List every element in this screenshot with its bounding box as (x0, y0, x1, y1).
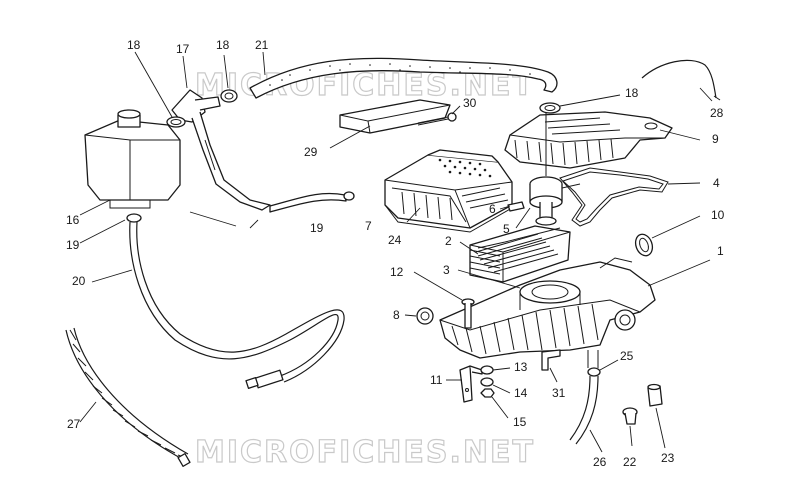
bracket-31 (541, 349, 561, 371)
screw-30 (417, 112, 457, 126)
gasket-4 (559, 167, 669, 227)
foam-hose-21 (249, 57, 558, 99)
callout-18a: 18 (127, 38, 141, 52)
reservoir-tank-16 (84, 109, 181, 209)
leader-lines (79, 51, 713, 453)
callout-31: 31 (552, 386, 566, 400)
callout-labels: 1 2 3 4 5 6 7 8 9 10 11 12 13 14 15 16 1… (66, 38, 725, 469)
connector-17 (171, 89, 271, 211)
callout-15: 15 (513, 415, 527, 429)
valve-5 (529, 112, 581, 226)
airbox-cover-7 (384, 149, 513, 229)
breather-hose (269, 192, 347, 213)
wire-28 (641, 59, 721, 101)
air-filter-2 (469, 225, 571, 283)
callout-12: 12 (390, 265, 404, 279)
callout-16: 16 (66, 213, 80, 227)
callout-2: 2 (445, 234, 452, 248)
callout-6: 6 (489, 202, 496, 216)
nut-15 (480, 388, 495, 398)
callout-1: 1 (717, 244, 724, 258)
watermark-bottom: MICROFICHES.NET (195, 435, 535, 470)
washer-13 (480, 365, 494, 375)
clip-6 (507, 201, 525, 212)
bracket-11 (459, 365, 483, 403)
callout-5: 5 (503, 222, 510, 236)
clamp-18a (166, 116, 186, 128)
cap-23 (647, 383, 663, 407)
callout-13: 13 (514, 360, 528, 374)
callout-11: 11 (430, 373, 443, 387)
callout-14: 14 (514, 386, 528, 400)
braided-hose-27 (65, 327, 191, 467)
callout-26: 26 (593, 455, 607, 469)
intake-cover-9 (504, 111, 673, 169)
clamp-19b (126, 213, 142, 223)
airbox-seal-24 (384, 204, 513, 233)
callout-8: 8 (393, 308, 400, 322)
clamp-19a (343, 191, 355, 201)
callout-20: 20 (72, 274, 86, 288)
callout-17: 17 (176, 42, 190, 56)
clamp-18b (220, 89, 238, 103)
plug-22 (622, 407, 638, 425)
callout-30: 30 (463, 96, 477, 110)
callout-28: 28 (710, 106, 724, 120)
ring-10 (634, 233, 654, 257)
callout-27: 27 (67, 417, 81, 431)
drain-tube-26 (569, 350, 599, 445)
cover-plate-29 (339, 99, 451, 134)
callout-18c: 18 (625, 86, 639, 100)
callout-21: 21 (255, 38, 269, 52)
drain-hose-20 (129, 221, 345, 389)
clamp-25 (587, 367, 601, 377)
bolt-12 (461, 298, 475, 329)
callout-19b: 19 (310, 221, 324, 235)
callout-22: 22 (623, 455, 637, 469)
callout-9: 9 (712, 132, 719, 146)
washer-8 (416, 307, 434, 325)
callout-10: 10 (711, 208, 725, 222)
washer-14 (480, 377, 494, 387)
clamp-18c (539, 102, 561, 114)
callout-18b: 18 (216, 38, 230, 52)
airbox-base-1 (439, 257, 656, 359)
callout-24: 24 (388, 233, 402, 247)
callout-25: 25 (620, 349, 634, 363)
callout-19a: 19 (66, 238, 80, 252)
callout-4: 4 (713, 176, 720, 190)
callout-7: 7 (365, 219, 372, 233)
callout-3: 3 (443, 263, 450, 277)
callout-29: 29 (304, 145, 318, 159)
callout-23: 23 (661, 451, 675, 465)
